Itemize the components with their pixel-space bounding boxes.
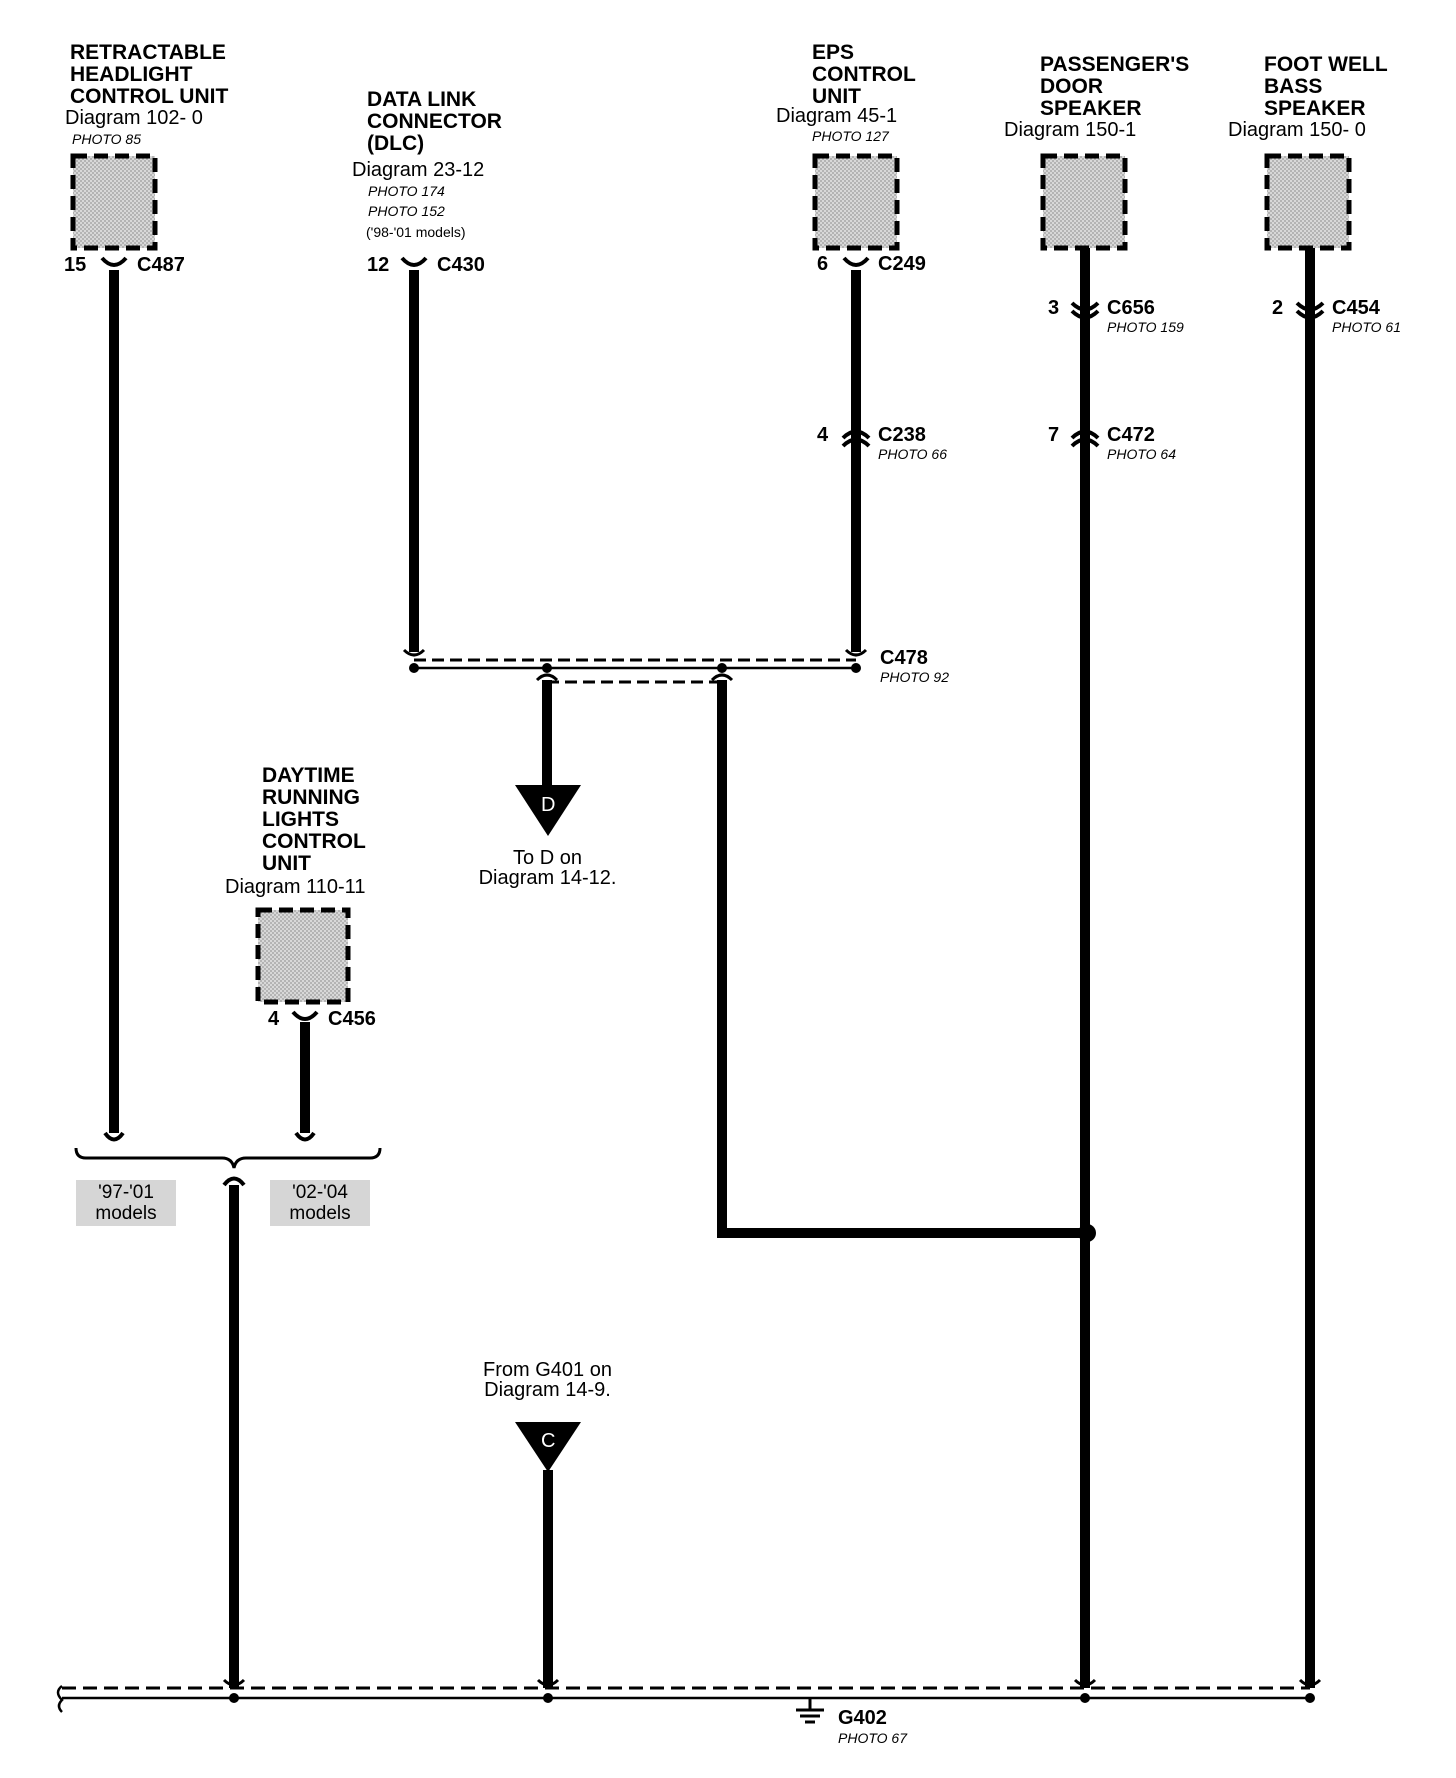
ground-photo-ref: PHOTO 67 [838,1730,907,1746]
dlc-photo-ref-2: PHOTO 152 [368,203,445,219]
c238-pin: 4 [817,424,829,446]
drl-control-unit-box [255,907,351,1005]
ground-symbol [796,1698,824,1724]
foot-well-bass-speaker-box [1264,153,1352,251]
passenger-speaker-title: PASSENGER'S DOOR SPEAKER [1040,53,1190,120]
headlight-pin: 15 [64,254,87,276]
headlight-control-unit-box [70,153,158,251]
c478-connector: C478 [880,647,928,669]
dlc-photo-ref-1: PHOTO 174 [368,183,445,199]
c454-connector: C454 [1332,297,1380,319]
splice-dot [1078,1224,1096,1242]
c656-photo-ref: PHOTO 159 [1107,319,1184,335]
dlc-diagram-ref: Diagram 23-12 [352,159,485,181]
c472-connector: C472 [1107,424,1155,446]
eps-connector: C249 [878,253,926,275]
ground-name: G402 [838,1707,887,1729]
headlight-connector: C487 [137,254,185,276]
offpage-c-letter: C [541,1430,556,1452]
drl-connector: C456 [328,1008,376,1030]
dlc-pin: 12 [367,254,390,276]
headlight-photo-ref: PHOTO 85 [72,131,141,147]
offpage-c-triangle [515,1422,581,1472]
footwell-speaker-diagram-ref: Diagram 150- 0 [1228,119,1366,141]
headlight-diagram-ref: Diagram 102- 0 [65,107,203,129]
passenger-door-speaker-box [1040,153,1128,251]
c656-connector: C656 [1107,297,1155,319]
c656-pin: 3 [1048,297,1060,319]
eps-control-unit-box [812,153,900,251]
offpage-d-text: To D on Diagram 14-12. [478,847,617,889]
dlc-connector: C430 [437,254,485,276]
c454-pin: 2 [1272,297,1284,319]
drl-pin: 4 [268,1008,280,1030]
offpage-d-letter: D [541,794,556,816]
c238-photo-ref: PHOTO 66 [878,446,947,462]
drl-title: DAYTIME RUNNING LIGHTS CONTROL UNIT [262,764,366,875]
year-label-97-01: '97-'01 models [76,1180,176,1226]
year-label-02-04: '02-'04 models [270,1180,370,1226]
passenger-speaker-diagram-ref: Diagram 150-1 [1004,119,1137,141]
c472-pin: 7 [1048,424,1060,446]
c238-connector: C238 [878,424,926,446]
footwell-speaker-title: FOOT WELL BASS SPEAKER [1264,53,1388,120]
c478-photo-ref: PHOTO 92 [880,669,949,685]
c478-splice-bus [402,648,868,684]
offpage-d-triangle [515,785,581,836]
offpage-c-text: From G401 on Diagram 14-9. [483,1359,612,1401]
c454-photo-ref: PHOTO 61 [1332,319,1401,335]
c472-photo-ref: PHOTO 64 [1107,446,1176,462]
eps-title: EPS CONTROL UNIT [812,41,916,108]
ground-bus [56,1678,1322,1713]
headlight-title: RETRACTABLE HEADLIGHT CONTROL UNIT [70,41,229,108]
eps-photo-ref: PHOTO 127 [812,128,889,144]
dlc-model-note: ('98-'01 models) [366,224,466,240]
dlc-title: DATA LINK CONNECTOR (DLC) [367,88,502,155]
eps-pin: 6 [817,253,829,275]
year-brace [74,1147,382,1169]
drl-diagram-ref: Diagram 110-11 [225,876,366,898]
eps-diagram-ref: Diagram 45-1 [776,105,898,127]
